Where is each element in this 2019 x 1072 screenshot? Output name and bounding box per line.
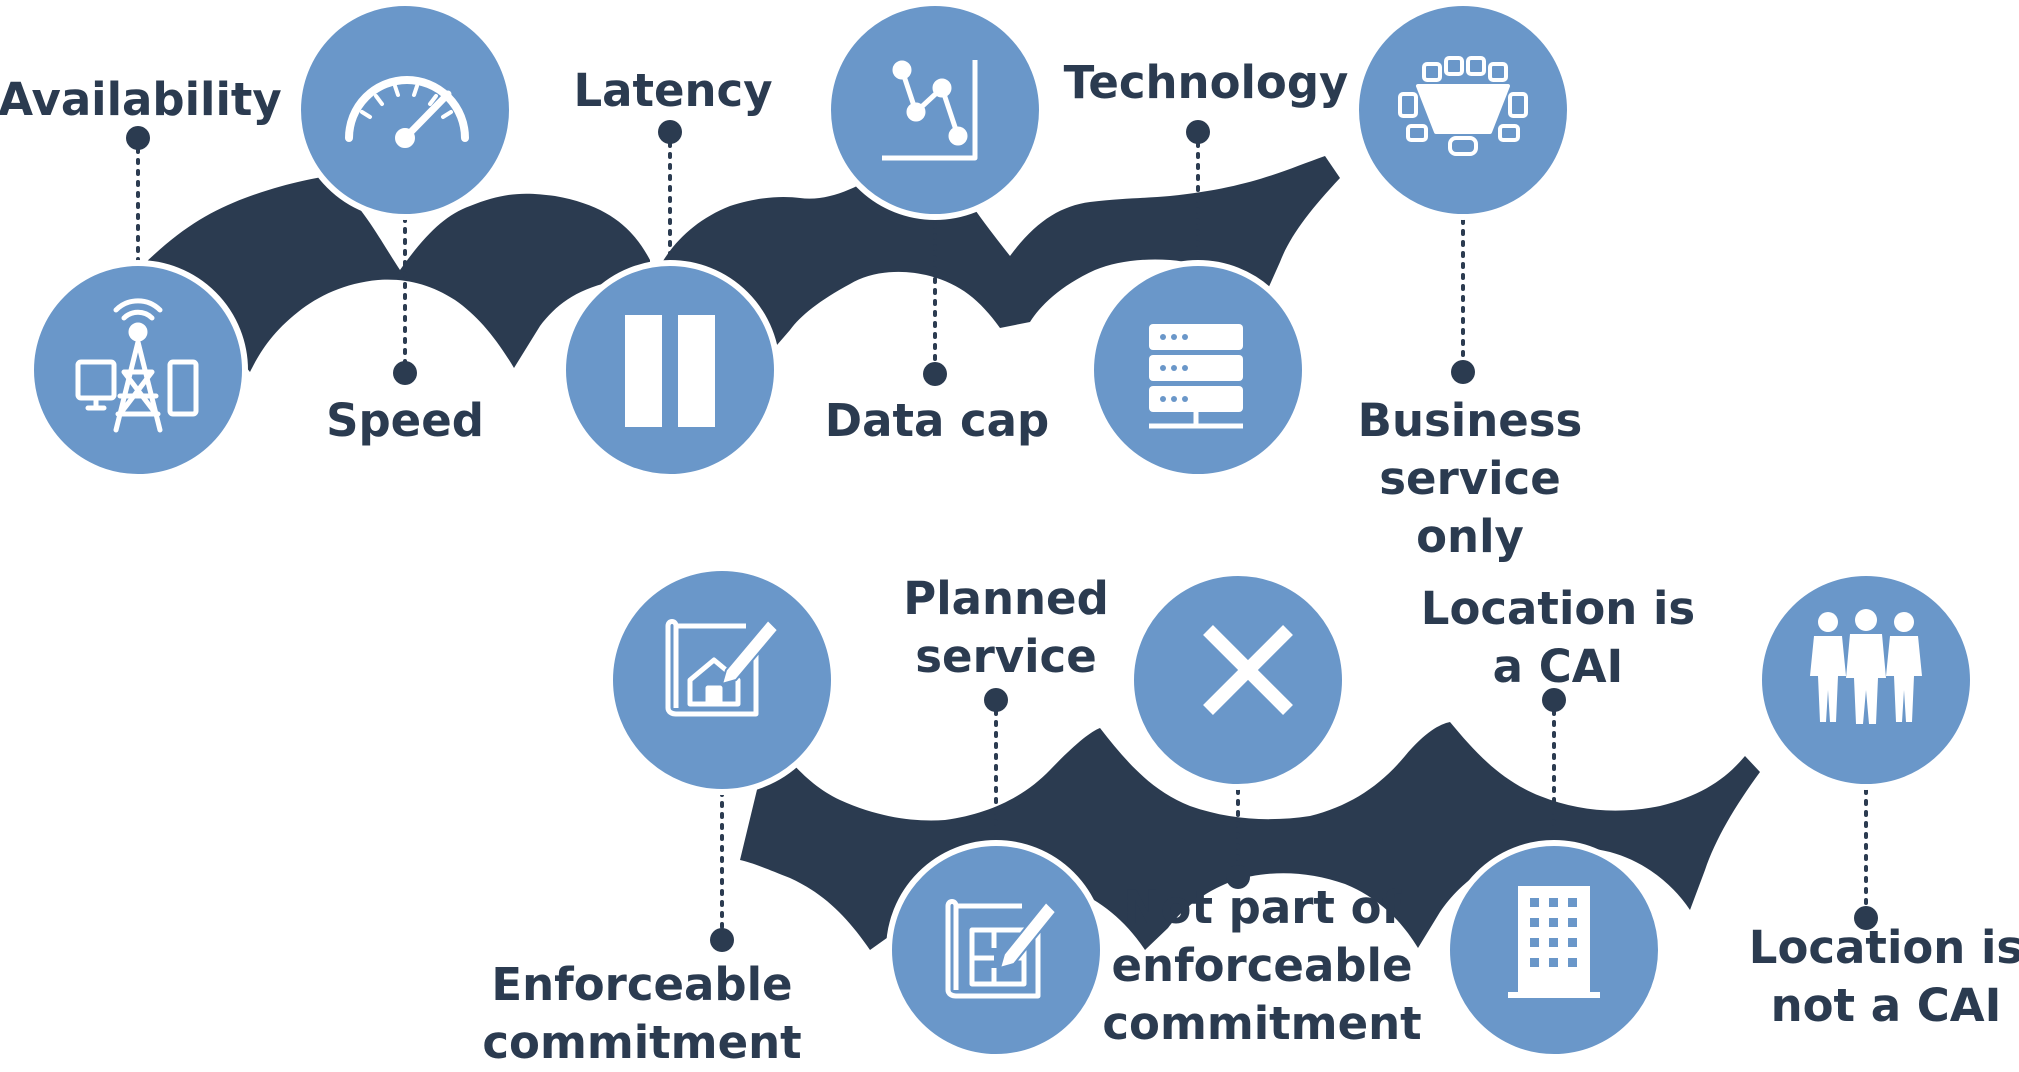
- planned-dot: [984, 688, 1008, 712]
- latency-dot: [658, 120, 682, 144]
- x-mark-icon: [1203, 625, 1293, 715]
- data-cap-dot: [923, 362, 947, 386]
- availability-label: Availability: [0, 73, 282, 126]
- leader-dots: [126, 120, 1878, 952]
- not-part-dot: [1226, 865, 1250, 889]
- cell-tower-devices-icon: [75, 298, 199, 433]
- speed-label: Speed: [326, 394, 484, 447]
- business-label: Business service only: [1358, 392, 1583, 566]
- data-cap-label: Data cap: [824, 394, 1050, 447]
- speed-circle: [295, 0, 515, 220]
- cai-label: Location is a CAI: [1421, 580, 1695, 696]
- cai-label-line2: a CAI: [1492, 640, 1624, 693]
- enforceable-label-line1: Enforceable: [491, 958, 793, 1011]
- not-cai-label: Location is not a CAI: [1749, 919, 2019, 1035]
- not-part-label-line1: Not part of: [1122, 881, 1402, 934]
- enforceable-label-line2: commitment: [482, 1016, 802, 1069]
- enforceable-dot: [710, 928, 734, 952]
- pause-icon: [625, 315, 715, 427]
- row2-connector-band: [740, 722, 1760, 950]
- not-part-label-line3: commitment: [1102, 997, 1422, 1050]
- not-cai-label-line2: not a CAI: [1770, 979, 2002, 1032]
- cai-label-line1: Location is: [1420, 582, 1696, 635]
- not-part-label-line2: enforceable: [1111, 939, 1413, 992]
- business-label-line1: Business: [1357, 394, 1583, 447]
- availability-dot: [126, 126, 150, 150]
- conference-table-icon: [1398, 56, 1528, 156]
- people-group-icon: [1810, 609, 1922, 724]
- enforceable-circle: [607, 565, 837, 795]
- data-cap-circle: [825, 0, 1045, 220]
- speed-dot: [393, 361, 417, 385]
- speedometer-icon: [345, 76, 469, 148]
- enforceable-label: Enforceable commitment: [482, 956, 801, 1072]
- line-chart-icon: [882, 60, 978, 161]
- row1-connector-band: [138, 148, 1340, 372]
- house-blueprint-icon: [665, 619, 779, 717]
- latency-circle: [560, 260, 780, 480]
- technology-label: Technology: [1063, 56, 1349, 109]
- planned-circle: [886, 840, 1106, 1058]
- leader-lines: [136, 130, 1868, 942]
- business-label-line3: only: [1416, 510, 1524, 563]
- not-cai-label-line1: Location is: [1748, 921, 2019, 974]
- not-cai-dot: [1854, 906, 1878, 930]
- technology-dot: [1186, 120, 1210, 144]
- server-rack-icon: [1149, 324, 1243, 429]
- floor-plan-icon: [945, 899, 1057, 999]
- planned-label: Planned service: [903, 570, 1109, 686]
- not-part-label: Not part of enforceable commitment: [1102, 879, 1421, 1053]
- cai-dot: [1542, 688, 1566, 712]
- business-dot: [1451, 360, 1475, 384]
- planned-label-line2: service: [915, 630, 1097, 683]
- circles: [28, 0, 1976, 1058]
- office-building-icon: [1508, 886, 1600, 998]
- planned-label-line1: Planned: [903, 572, 1109, 625]
- business-label-line2: service: [1379, 452, 1561, 505]
- latency-label: Latency: [573, 64, 773, 117]
